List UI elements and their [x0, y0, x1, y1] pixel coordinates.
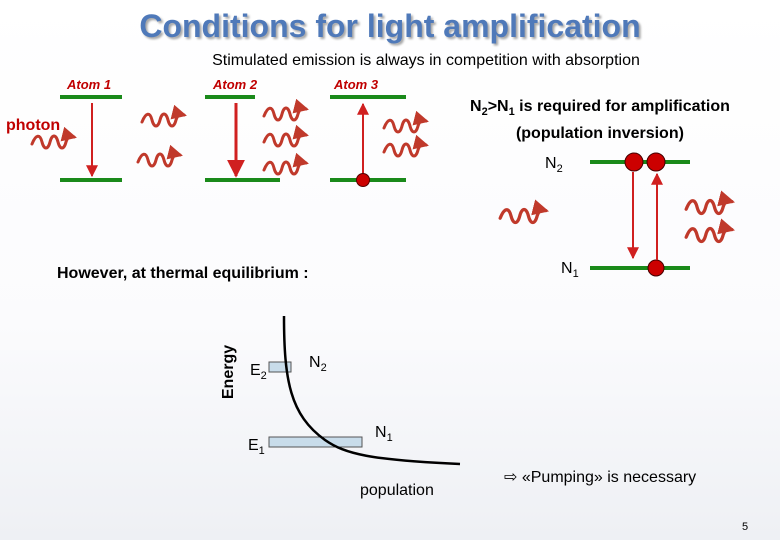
thermal-equilibrium-heading: However, at thermal equilibrium :	[57, 265, 309, 282]
thermal-n1-symbol: N	[375, 424, 387, 441]
wave-icon	[686, 200, 732, 213]
pumping-text: «Pumping» is necessary	[521, 469, 697, 486]
atom-2-label: Atom 2	[213, 77, 258, 92]
photon-label: photon	[6, 117, 61, 134]
atom-3-electron	[356, 173, 370, 187]
requirement-line-2: (population inversion)	[515, 125, 684, 143]
e2-label: E2	[250, 362, 267, 382]
inversion-n1-sub: 1	[572, 268, 579, 281]
wave-icon	[264, 134, 306, 146]
e1-label: E1	[248, 437, 265, 457]
inversion-n2-sub: 2	[556, 163, 563, 176]
atom-1-label: Atom 1	[67, 77, 112, 92]
wave-icon	[142, 114, 184, 126]
wave-icon	[32, 136, 74, 148]
inversion-n1-label: N1	[561, 260, 579, 280]
requirement-text: is required for amplification	[514, 98, 730, 115]
slide-title: Conditions for light amplification	[139, 8, 641, 44]
population-axis-label: population	[360, 482, 434, 499]
inversion-n2-label: N2	[545, 155, 563, 175]
upper-electron-1	[624, 152, 644, 172]
atom-3-label: Atom 3	[334, 77, 379, 92]
e2-symbol: E	[250, 362, 261, 379]
wave-icon	[264, 162, 306, 174]
lower-electron	[647, 259, 665, 277]
inversion-requirement: N2>N1 is required for amplification (pop…	[470, 96, 730, 144]
requirement-gt: >N	[487, 98, 509, 115]
e1-sub: 1	[258, 445, 265, 458]
thermal-n2-symbol: N	[309, 354, 321, 371]
wave-icon	[138, 154, 180, 166]
wave-icon	[264, 108, 306, 120]
e1-population-bar	[268, 436, 363, 448]
thermal-n2-sub: 2	[320, 362, 327, 375]
hollow-arrow-icon: ⇨	[504, 469, 518, 486]
wave-icon	[384, 144, 426, 156]
wave-icon	[500, 209, 546, 222]
requirement-n: N	[470, 98, 482, 115]
wave-icon	[384, 120, 426, 132]
pumping-note: ⇨ «Pumping» is necessary	[504, 467, 696, 487]
requirement-sub-2: 2	[481, 106, 488, 119]
thermal-n1-sub: 1	[386, 432, 393, 445]
slide-subtitle: Stimulated emission is always in competi…	[212, 52, 640, 69]
e2-population-bar	[268, 361, 292, 373]
requirement-sub-1: 1	[508, 106, 515, 119]
upper-electron-2	[646, 152, 666, 172]
requirement-line-1: N2>N1 is required for amplification	[470, 96, 730, 123]
thermal-n2-label: N2	[309, 354, 327, 374]
thermal-n1-label: N1	[375, 424, 393, 444]
wave-icon	[686, 228, 732, 241]
inversion-n1-symbol: N	[561, 260, 573, 277]
page-number: 5	[742, 521, 749, 533]
e2-sub: 2	[260, 370, 267, 383]
e1-symbol: E	[248, 437, 259, 454]
boltzmann-curve	[282, 315, 461, 466]
inversion-n2-symbol: N	[545, 155, 557, 172]
